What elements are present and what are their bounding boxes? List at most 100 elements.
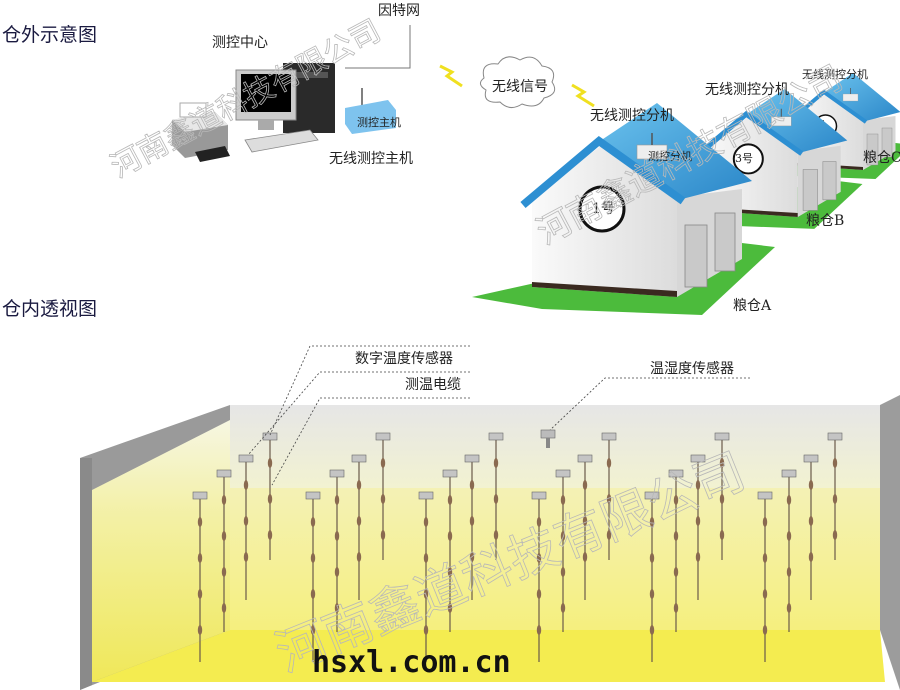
cable-sensor-node (310, 589, 316, 599)
leader-line (269, 345, 470, 436)
cable-sensor-node (423, 517, 429, 527)
cable-sensor-node (786, 495, 792, 505)
cable-sensor-node (673, 567, 679, 577)
cable-sensor-node (423, 589, 429, 599)
printer-icon (172, 102, 230, 162)
cable-sensor-node (356, 552, 362, 562)
digital-temperature-sensor (690, 454, 706, 463)
cable-sensor-node (762, 517, 768, 527)
cable-sensor-node (243, 480, 249, 490)
cable-sensor-node (310, 517, 316, 527)
digital-temperature-sensor (714, 432, 730, 441)
cable-sensor-node (447, 567, 453, 577)
lightning-icon (571, 83, 595, 108)
digital-temperature-sensor (531, 491, 547, 500)
humidity-sensor-icon (540, 429, 556, 448)
digital-temperature-sensor (781, 469, 797, 478)
digital-temperature-sensor (803, 454, 819, 463)
digital-temperature-sensor (488, 432, 504, 441)
cable-sensor-node (493, 530, 499, 540)
digital-temperature-sensor (555, 469, 571, 478)
cable-sensor-node (380, 494, 386, 504)
cable-sensor-node (832, 530, 838, 540)
cable-sensor-node (197, 517, 203, 527)
cable-sensor-node (649, 589, 655, 599)
inside-section-title: 仓内透视图 (2, 298, 97, 320)
cable-sensor-node (536, 517, 542, 527)
cable-sensor-node (786, 603, 792, 613)
cable-sensor-node (786, 531, 792, 541)
warehouse-a: 无线测控分机 1号 粮仓A (472, 103, 775, 315)
branch-label-c: 无线测控分机 (802, 67, 868, 81)
watermark-website: hsxl.com.cn (312, 645, 511, 680)
cable-sensor-node (267, 494, 273, 504)
cable-sensor-node (334, 567, 340, 577)
cable-sensor-node (762, 553, 768, 563)
sensor-cables (192, 432, 843, 662)
cable-sensor-node (310, 553, 316, 563)
cable-sensor-node (673, 531, 679, 541)
cable-sensor-node (447, 603, 453, 613)
cable-sensor-node (560, 567, 566, 577)
digital-temperature-sensor (351, 454, 367, 463)
wireless-signal-label: 无线信号 (492, 79, 548, 95)
cable-sensor-node (560, 495, 566, 505)
internet-line (345, 25, 411, 69)
cable-sensor-node (695, 552, 701, 562)
cable-sensor-node (649, 625, 655, 635)
cable-sensor-node (695, 480, 701, 490)
cable-sensor-node (560, 531, 566, 541)
cable-sensor-node (582, 480, 588, 490)
cable-sensor-node (606, 494, 612, 504)
warehouse-name-a: 粮仓A (733, 298, 772, 314)
cable-sensor-node (582, 516, 588, 526)
host-label: 无线测控主机 (329, 151, 413, 167)
cable-sensor-node (606, 530, 612, 540)
cable-sensor-node (380, 530, 386, 540)
cable-sensor-node (221, 531, 227, 541)
cable-sensor-node (221, 603, 227, 613)
digital-temperature-sensor (644, 491, 660, 500)
cable-sensor-node (423, 625, 429, 635)
cable-sensor-node (719, 494, 725, 504)
outside-section-title: 仓外示意图 (2, 24, 97, 46)
cable-sensor-node (808, 552, 814, 562)
warehouse-name-c: 粮仓C (863, 150, 900, 166)
cable-sensor-node (310, 625, 316, 635)
digital-temperature-sensor (238, 454, 254, 463)
cable-sensor-node (356, 480, 362, 490)
cable-sensor-node (221, 567, 227, 577)
digital-temperature-sensor (192, 491, 208, 500)
warehouse-name-b: 粮仓B (806, 213, 844, 229)
leader-line (271, 397, 470, 486)
cable-sensor-node (356, 516, 362, 526)
leader-line (549, 377, 750, 431)
cable-sensor-node (786, 567, 792, 577)
cable-sensor-node (832, 494, 838, 504)
branch-box-label: 测控分机 (648, 149, 692, 163)
digital-temperature-sensor (375, 432, 391, 441)
control-center-label: 测控中心 (212, 35, 268, 51)
cable-sensor-node (808, 516, 814, 526)
leader-line (247, 371, 470, 456)
host-device-icon: 测控主机 (345, 88, 401, 134)
cable-sensor-node (469, 552, 475, 562)
cable-sensor-node (762, 625, 768, 635)
cable-sensor-node (695, 516, 701, 526)
digital-sensor-label: 数字温度传感器 (355, 350, 453, 367)
cable-sensor-node (469, 480, 475, 490)
cable-sensor-node (267, 530, 273, 540)
digital-temperature-sensor (262, 432, 278, 441)
cable-sensor-node (493, 494, 499, 504)
cable-sensor-node (493, 458, 499, 468)
digital-temperature-sensor (216, 469, 232, 478)
digital-temperature-sensor (668, 469, 684, 478)
humidity-sensor-label: 温湿度传感器 (650, 360, 734, 377)
cable-sensor-node (197, 589, 203, 599)
cable-sensor-node (334, 531, 340, 541)
digital-temperature-sensor (442, 469, 458, 478)
cable-sensor-node (243, 552, 249, 562)
digital-temperature-sensor (464, 454, 480, 463)
cable-sensor-node (197, 553, 203, 563)
cable-sensor-node (536, 553, 542, 563)
